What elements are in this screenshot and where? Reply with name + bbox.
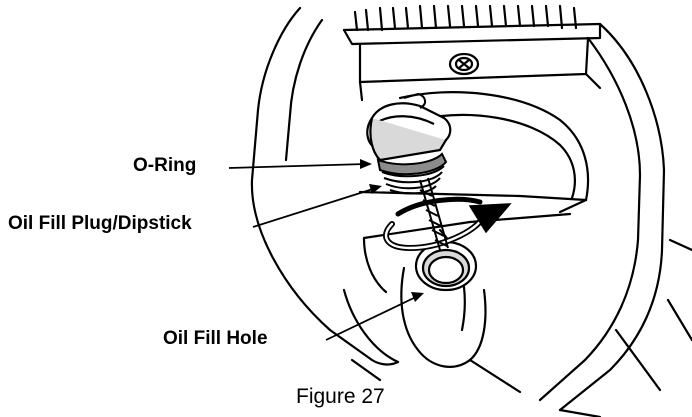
callout-oil-fill-hole: Oil Fill Hole: [163, 328, 268, 349]
engine-housing-outline: [250, 6, 400, 366]
right-shroud: [558, 22, 666, 412]
o-ring-and-threads: [376, 152, 448, 195]
leader-line-oil-fill-hole: [325, 295, 419, 341]
callout-oil-fill-plug-dipstick: Oil Fill Plug/Dipstick: [8, 213, 192, 234]
rotation-arrow-icon: [383, 196, 512, 252]
oil-fill-hole: [414, 240, 478, 292]
plug-retaining-tab: [403, 92, 426, 109]
oil-fill-plug-cap: [366, 102, 452, 162]
leader-lines: [228, 159, 424, 341]
cooling-fins: [342, 4, 602, 102]
figure-caption: Figure 27: [296, 385, 385, 408]
engine-housing-inner-edge: [284, 18, 324, 162]
leader-line-oil-fill-plug: [252, 187, 377, 228]
screw-head-icon: [448, 52, 480, 76]
callout-o-ring: O-Ring: [133, 155, 197, 176]
housing-arc: [398, 91, 590, 202]
leader-line-o-ring: [228, 163, 367, 169]
fill-tube-body: [400, 266, 487, 368]
